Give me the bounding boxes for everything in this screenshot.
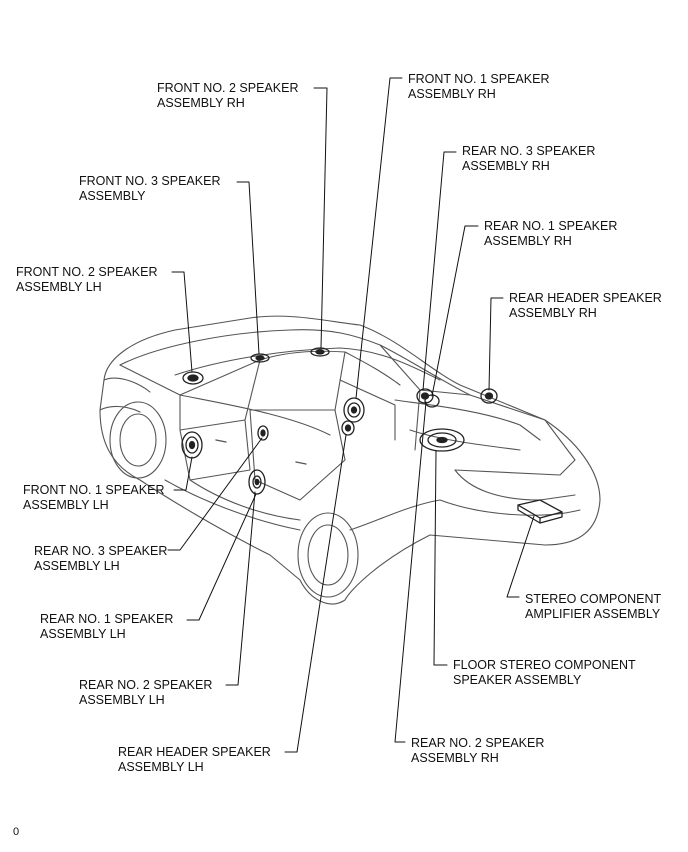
speaker-rear-no3-lh xyxy=(257,425,269,441)
leader-front-no1-rh xyxy=(355,77,403,399)
leader-rear-no2-rh xyxy=(394,401,427,743)
label-rear-header-speaker-rh: REAR HEADER SPEAKER ASSEMBLY RH xyxy=(509,291,662,320)
car-rear-wheel xyxy=(297,512,359,598)
label-stereo-component-amplifier: STEREO COMPONENT AMPLIFIER ASSEMBLY xyxy=(525,592,662,621)
label-rear-no1-speaker-lh: REAR NO. 1 SPEAKER ASSEMBLY LH xyxy=(40,612,174,641)
leader-front-no2-lh xyxy=(171,271,193,373)
speaker-front-no3 xyxy=(250,353,270,363)
car-rear-door xyxy=(249,409,346,501)
label-front-no2-speaker-lh: FRONT NO. 2 SPEAKER ASSEMBLY LH xyxy=(16,265,158,294)
leader-front-no1-lh xyxy=(173,456,193,491)
speaker-rear-no1-lh xyxy=(248,469,266,495)
label-floor-stereo-component-speaker: FLOOR STEREO COMPONENT SPEAKER ASSEMBLY xyxy=(453,658,636,687)
speaker-floor-stereo xyxy=(419,428,465,452)
speaker-front-no1-rh xyxy=(343,397,365,423)
label-rear-no1-speaker-rh: REAR NO. 1 SPEAKER ASSEMBLY RH xyxy=(484,219,618,248)
leader-stereo-amp xyxy=(506,515,535,598)
car-headlight xyxy=(103,377,151,393)
label-front-no2-speaker-rh: FRONT NO. 2 SPEAKER ASSEMBLY RH xyxy=(157,81,299,110)
label-front-no1-speaker-rh: FRONT NO. 1 SPEAKER ASSEMBLY RH xyxy=(408,72,550,101)
label-rear-no2-speaker-rh: REAR NO. 2 SPEAKER ASSEMBLY RH xyxy=(411,736,545,765)
speaker-front-no1-lh xyxy=(181,431,203,459)
leader-rear-no1-rh xyxy=(431,225,479,397)
car-dash xyxy=(179,394,331,436)
leader-lines xyxy=(167,77,535,753)
leader-rear-no2-lh xyxy=(225,491,256,686)
label-front-no1-speaker-lh: FRONT NO. 1 SPEAKER ASSEMBLY LH xyxy=(23,483,165,512)
label-rear-no2-speaker-lh: REAR NO. 2 SPEAKER ASSEMBLY LH xyxy=(79,678,213,707)
car-trunk xyxy=(454,394,576,476)
speaker-rear-header-lh xyxy=(341,420,355,436)
leader-front-no2-rh xyxy=(313,87,328,349)
car-front-wheel xyxy=(109,401,167,479)
label-front-no3-speaker: FRONT NO. 3 SPEAKER ASSEMBLY xyxy=(79,174,221,203)
speaker-front-no2-rh xyxy=(310,347,330,357)
label-rear-header-speaker-lh: REAR HEADER SPEAKER ASSEMBLY LH xyxy=(118,745,271,774)
car-roof xyxy=(119,329,471,396)
car-front-door xyxy=(179,419,251,481)
leader-rear-header-rh xyxy=(488,297,504,391)
leader-rear-header-lh xyxy=(284,434,347,753)
leader-front-no3 xyxy=(236,181,260,355)
car-rear-seat xyxy=(394,399,541,441)
label-rear-no3-speaker-lh: REAR NO. 3 SPEAKER ASSEMBLY LH xyxy=(34,544,168,573)
figure-code: 0 xyxy=(13,826,20,838)
car-body-outline xyxy=(99,315,601,605)
leader-rear-no1-lh xyxy=(186,493,257,621)
leader-rear-no3-lh xyxy=(167,437,263,551)
stereo-amplifier xyxy=(517,499,563,524)
leader-rear-no3-rh xyxy=(422,151,457,391)
leader-floor-stereo xyxy=(433,450,448,666)
label-rear-no3-speaker-rh: REAR NO. 3 SPEAKER ASSEMBLY RH xyxy=(462,144,596,173)
speaker-front-no2-lh xyxy=(182,371,204,385)
